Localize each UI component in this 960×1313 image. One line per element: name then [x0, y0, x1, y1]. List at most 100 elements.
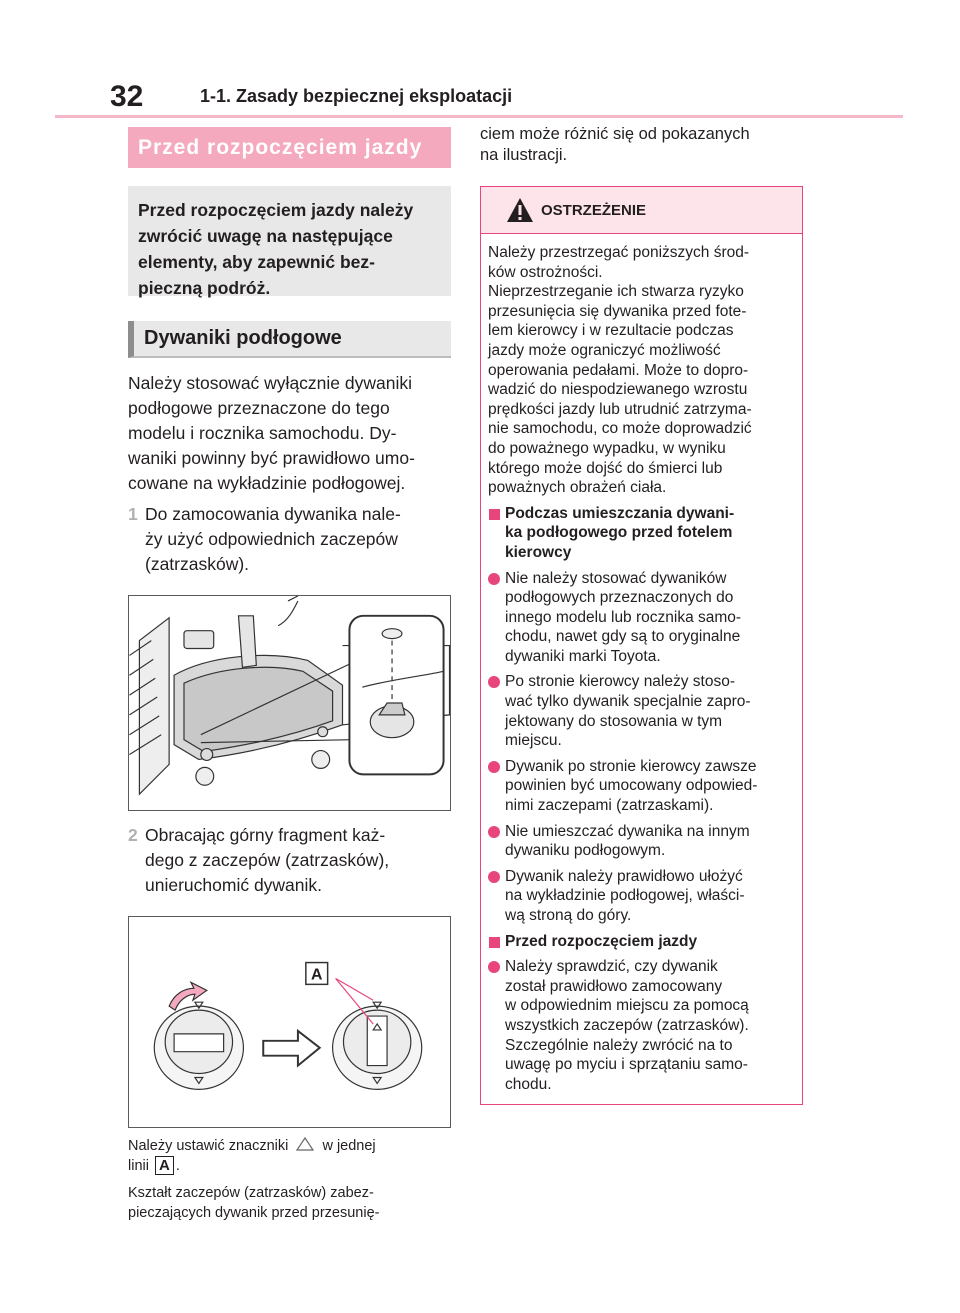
text-line: chodu. — [505, 1075, 552, 1093]
text-line: Obracając górny fragment każ- — [145, 825, 386, 845]
text-line: operowania pedałami. Może to dopro- — [488, 361, 749, 379]
text-line: chodu, nawet gdy są to oryginalne — [505, 628, 741, 646]
pink-dot-icon — [488, 760, 500, 773]
text-line: Dywanik po stronie kierowcy zawsze — [505, 757, 757, 775]
text-line: uwagę po myciu i sprzątaniu samo- — [505, 1056, 748, 1074]
text-line: do poważnego wypadku, w wyniku — [488, 439, 726, 457]
text-line: podłogowe przeznaczone do tego — [128, 398, 390, 418]
warning-item: Dywanik po stronie kierowcy zawsze powin… — [488, 757, 796, 816]
pink-dot-icon — [488, 676, 500, 689]
text-line: dywaniku podłogowym. — [505, 842, 666, 860]
text-line: Po stronie kierowcy należy stoso- — [505, 673, 736, 691]
pink-dot-icon — [488, 572, 500, 585]
triangle-outline-icon — [292, 1136, 318, 1156]
subsection-title: Dywaniki podłogowe — [128, 321, 451, 358]
text-line: poważnych obrażeń ciała. — [488, 479, 667, 497]
intro-box: Przed rozpoczęciem jazdy należy zwrócić … — [128, 186, 451, 298]
text-line: ży użyć odpowiednich zaczepów — [145, 529, 398, 549]
hook-shape-note: Kształt zaczepów (zatrzasków) zabez- pie… — [128, 1183, 451, 1223]
text-line: powinien być umocowany odpowied- — [505, 777, 758, 795]
text-line: Należy stosować wyłącznie dywaniki — [128, 373, 412, 393]
step-number: 1 — [128, 504, 138, 524]
floor-mat-figure — [128, 595, 451, 811]
warning-body: Należy przestrzegać poniższych środ- ków… — [481, 234, 802, 1104]
text-line: przesunięcia się dywanika przed fote- — [488, 302, 747, 320]
text-line: miejscu. — [505, 732, 562, 750]
floor-mat-illustration — [129, 596, 450, 796]
text-line: cowane na wykładzinie podłogowej. — [128, 473, 406, 493]
text-line: nie samochodu, co może doprowadzić — [488, 420, 752, 438]
text-line: Podczas umieszczania dywani- — [505, 504, 735, 522]
text-line: Należy sprawdzić, czy dywanik — [505, 958, 718, 976]
text-line: wszystkich zaczepów (zatrzasków). — [505, 1016, 749, 1034]
text-line: na wykładzinie podłogowej, właści- — [505, 887, 745, 905]
text-line: pieczających dywanik przed przesunię- — [128, 1205, 380, 1221]
floor-mats-paragraph: Należy stosować wyłącznie dywaniki podło… — [128, 371, 451, 496]
right-column: ciem może różnić się od pokazanych na il… — [480, 124, 803, 1106]
text-line: waniki powinny być prawidłowo umo- — [128, 448, 415, 468]
text-line: Dywanik należy prawidłowo ułożyć — [505, 867, 743, 885]
warning-item: Należy sprawdzić, czy dywanik został pra… — [488, 957, 796, 1094]
text-line: Do zamocowania dywanika nale- — [145, 504, 401, 524]
warning-item: Nie umieszczać dywanika na innym dywanik… — [488, 822, 796, 861]
text-line: prędkości jazdy lub utrudnić zatrzyma- — [488, 400, 752, 418]
left-column: Przed rozpoczęciem jazdy Przed rozpoczęc… — [128, 127, 451, 1223]
text-line: Nie należy stosować dywaników — [505, 569, 727, 587]
intro-line: elementy, aby zapewnić bez- — [138, 252, 375, 272]
pink-square-icon — [489, 508, 500, 520]
text-line: Przed rozpoczęciem jazdy — [505, 932, 698, 950]
warning-subheading: Przed rozpoczęciem jazdy — [488, 932, 796, 952]
text-line: ków ostrożności. — [488, 263, 603, 281]
caption-badge-a: A — [154, 1156, 174, 1175]
text-line: lem kierowcy i w rezultacie podczas — [488, 322, 734, 340]
text-line: Kształt zaczepów (zatrzasków) zabez- — [128, 1185, 374, 1201]
pink-square-icon — [489, 936, 500, 948]
text-line: unieruchomić dywanik. — [145, 875, 323, 895]
section-banner: Przed rozpoczęciem jazdy — [128, 127, 451, 168]
text-line: wadzić do niespodziewanego wzrostu — [488, 381, 748, 399]
step-1: 1 Do zamocowania dywanika nale- ży użyć … — [128, 502, 451, 577]
caption-text: w jednej — [322, 1138, 376, 1154]
text-line: jazdy może ograniczyć możliwość — [488, 341, 721, 359]
warning-item: Dywanik należy prawidłowo ułożyć na wykł… — [488, 867, 796, 926]
caption-text: . — [175, 1158, 180, 1174]
pink-dot-icon — [488, 825, 500, 838]
text-line: Nieprzestrzeganie ich stwarza ryzyko — [488, 283, 744, 301]
text-line: na ilustracji. — [480, 146, 568, 164]
text-line: Szczególnie należy zwrócić na to — [505, 1036, 733, 1054]
step-number: 2 — [128, 825, 138, 845]
text-line: Nie umieszczać dywanika na innym — [505, 822, 750, 840]
warning-triangle-icon — [507, 198, 533, 222]
text-line: dego z zaczepów (zatrzasków), — [145, 850, 390, 870]
pink-dot-icon — [488, 961, 500, 974]
figure-caption: Należy ustawić znaczniki w jednej linii … — [128, 1136, 451, 1176]
header-rule — [55, 115, 903, 118]
text-line: w odpowiednim miejscu za pomocą — [505, 997, 749, 1015]
intro-line: Przed rozpoczęciem jazdy należy — [138, 200, 414, 220]
caption-text: linii — [128, 1158, 149, 1174]
warning-item: Po stronie kierowcy należy stoso- wać ty… — [488, 672, 796, 750]
warning-intro: Należy przestrzegać poniższych środ- ków… — [488, 243, 796, 498]
step-2: 2 Obracając górny fragment każ- dego z z… — [128, 823, 451, 898]
callout-label-a: A — [311, 966, 323, 983]
warning-item: Nie należy stosować dywaników podłogowyc… — [488, 569, 796, 667]
text-line: podłogowych przeznaczonych do — [505, 589, 734, 607]
caption-text: Należy ustawić znaczniki — [128, 1138, 289, 1154]
intro-line: zwrócić uwagę na następujące — [138, 226, 393, 246]
text-line: jektowany do stosowania w tym — [505, 712, 723, 730]
text-line: nimi zaczepami (zatrzaskami). — [505, 797, 714, 815]
text-line: ciem może różnić się od pokazanych — [480, 125, 750, 143]
warning-header: OSTRZEŻENIE — [481, 187, 802, 234]
text-line: Należy przestrzegać poniższych środ- — [488, 244, 750, 261]
text-line: kierowcy — [505, 543, 572, 561]
warning-box: OSTRZEŻENIE Należy przestrzegać poniższy… — [480, 186, 803, 1106]
text-line: został prawidłowo zamocowany — [505, 977, 723, 995]
pink-dot-icon — [488, 870, 500, 883]
running-header: 1-1. Zasady bezpiecznej eksploatacji — [200, 86, 513, 106]
text-line: którego może dojść do śmierci lub — [488, 459, 723, 477]
warning-subheading: Podczas umieszczania dywani- ka podłogow… — [488, 504, 796, 563]
page-number: 32 — [110, 80, 144, 113]
text-line: wać tylko dywanik specjalnie zapro- — [505, 693, 751, 711]
text-line: (zatrzasków). — [145, 554, 250, 574]
text-line: dywaniki marki Toyota. — [505, 647, 661, 665]
